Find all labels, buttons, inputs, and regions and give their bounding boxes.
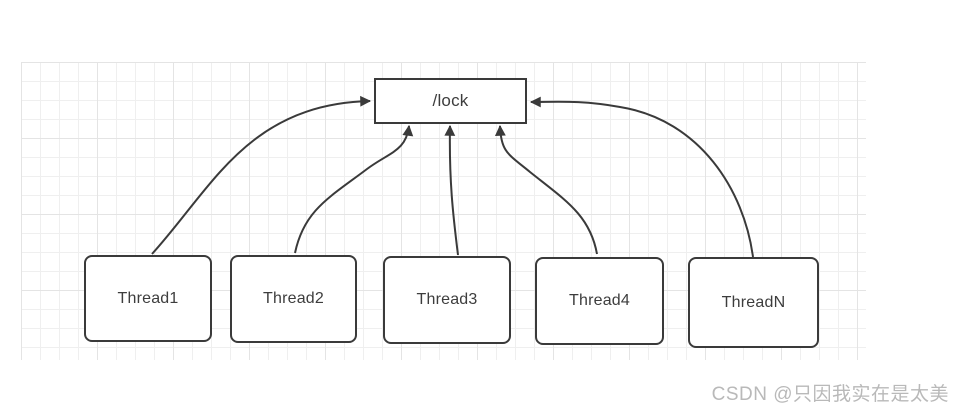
thread2-node: Thread2 <box>230 255 357 343</box>
thread3-node-label: Thread3 <box>416 291 478 308</box>
thread2-node-label: Thread2 <box>263 290 324 307</box>
csdn-watermark: CSDN @只因我实在是太美 <box>711 384 949 405</box>
thread4-node-label: Thread4 <box>569 292 630 309</box>
thread4-node: Thread4 <box>535 257 664 345</box>
thread1-node: Thread1 <box>84 255 212 342</box>
threadN-node-label: ThreadN <box>721 293 786 311</box>
thread3-node: Thread3 <box>383 256 511 344</box>
arrow-threadN4-to-lock <box>494 124 598 255</box>
arrow-thread2-to-lock <box>294 124 414 254</box>
arrow-threadN-to-lock <box>529 96 754 258</box>
thread1-node-label: Thread1 <box>117 289 179 307</box>
arrow-thread1-to-lock <box>151 95 372 255</box>
lock-node: /lock <box>374 78 527 124</box>
lock-node-label: /lock <box>432 91 469 110</box>
arrow-thread3-to-lock <box>444 124 459 256</box>
threadN-node: ThreadN <box>688 257 819 348</box>
